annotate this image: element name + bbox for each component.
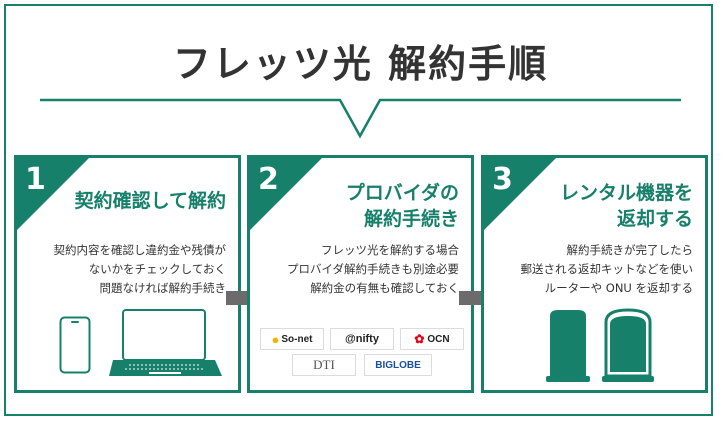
step-body-line: ないかをチェックしておく	[88, 262, 226, 276]
page-title: フレッツ光 解約手順	[172, 42, 549, 86]
step-heading: レンタル機器を 返却する	[560, 180, 693, 232]
step-corner	[17, 158, 89, 230]
step-heading-line: 返却する	[616, 208, 693, 230]
step-card-1: 1 契約確認して解約 契約内容を確認し違約金や残債が ないかをチェックしておく …	[14, 155, 241, 393]
smartphone-icon	[59, 316, 91, 374]
step-corner	[484, 158, 556, 230]
step-body: フレッツ光を解約する場合 プロバイダ解約手続きも別途必要 解約金の有無も確認して…	[287, 241, 459, 298]
step-heading-line: 契約確認して解約	[74, 190, 226, 212]
step-body-line: 契約内容を確認し違約金や残債が	[53, 243, 227, 257]
onu-icon	[602, 308, 654, 382]
provider-logo-ocn: ✿ OCN	[400, 328, 464, 350]
step-body-line: 解約金の有無も確認しておく	[310, 281, 459, 295]
step-body: 契約内容を確認し違約金や残債が ないかをチェックしておく 問題なければ解約手続き	[54, 241, 227, 298]
step-body-line: ルーターや ONU を返却する	[544, 281, 693, 295]
step-heading-line: 解約手続き	[363, 208, 459, 230]
router-icon	[546, 310, 590, 382]
provider-logo-dti: DTI	[292, 354, 356, 376]
sonet-mark-icon: ●	[271, 331, 280, 347]
step-card-3: 3 レンタル機器を 返却する 解約手続きが完了したら 郵送される返却キットなどを…	[481, 155, 708, 393]
step-body-line: 問題なければ解約手続き	[99, 281, 227, 295]
step-number: 2	[258, 162, 279, 197]
step-number: 1	[25, 162, 46, 197]
step-heading: 契約確認して解約	[75, 188, 226, 214]
provider-logo-sonet: ● So-net	[260, 328, 324, 350]
provider-logo-nifty: @nifty	[330, 328, 394, 350]
step-card-2: 2 プロバイダの 解約手続き フレッツ光を解約する場合 プロバイダ解約手続きも別…	[247, 155, 474, 393]
ocn-mark-icon: ✿	[414, 332, 425, 346]
step-heading-line: プロバイダの	[345, 182, 459, 204]
step-body-line: 郵送される返却キットなどを使い	[520, 262, 694, 276]
step-body-line: フレッツ光を解約する場合	[321, 243, 459, 257]
step-body: 解約手続きが完了したら 郵送される返却キットなどを使い ルーターや ONU を返…	[521, 241, 694, 298]
step-corner	[250, 158, 322, 230]
step-body-line: プロバイダ解約手続きも別途必要	[286, 262, 459, 276]
step-number: 3	[492, 162, 513, 197]
step-body-line: 解約手続きが完了したら	[566, 243, 694, 257]
divider-pointer	[40, 98, 681, 139]
step-heading: プロバイダの 解約手続き	[346, 180, 459, 232]
provider-logo-biglobe: BIGLOBE	[364, 354, 432, 376]
step-heading-line: レンタル機器を	[559, 182, 693, 204]
laptop-icon	[109, 309, 222, 376]
